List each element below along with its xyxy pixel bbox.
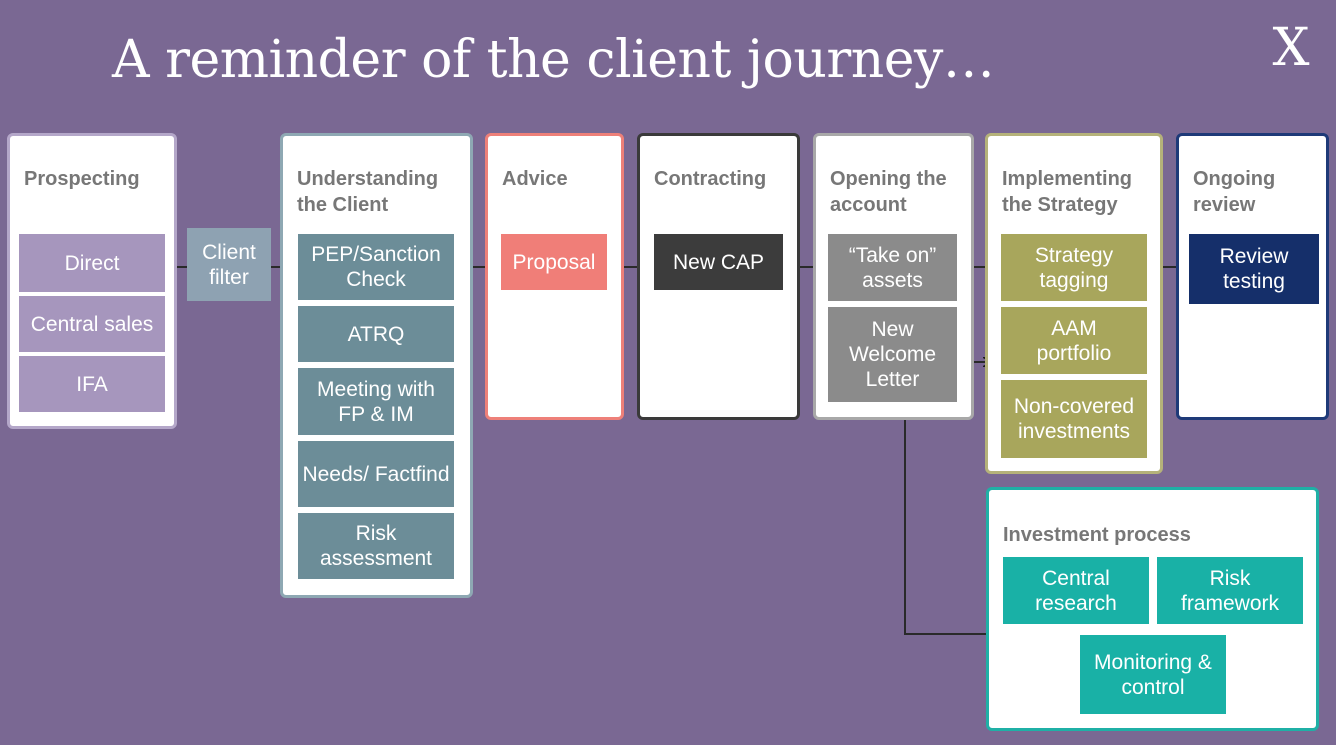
- stage-opening: Opening the account “Take on” assets New…: [813, 133, 974, 420]
- stage-item-meeting: Meeting with FP & IM: [298, 368, 454, 435]
- page-title: A reminder of the client journey…: [112, 30, 995, 90]
- stage-item-risk-assessment: Risk assessment: [298, 513, 454, 579]
- stage-item-monitoring-control: Monitoring & control: [1080, 635, 1226, 714]
- stage-item-review-testing: Review testing: [1189, 234, 1319, 304]
- stage-title: Opening the account: [830, 168, 947, 216]
- stage-contracting: Contracting New CAP: [637, 133, 800, 420]
- stage-prospecting: Prospecting Direct Central sales IFA: [7, 133, 177, 429]
- stage-item-ifa: IFA: [19, 356, 165, 412]
- stage-advice: Advice Proposal: [485, 133, 624, 420]
- stage-title: Contracting: [654, 168, 767, 190]
- stage-implementing: Implementing the Strategy Strategy taggi…: [985, 133, 1163, 474]
- stage-item-welcome-letter: New Welcome Letter: [828, 307, 957, 402]
- stage-item-non-covered: Non-covered investments: [1001, 380, 1147, 458]
- stage-item-proposal: Proposal: [501, 234, 607, 290]
- stage-item-risk-framework: Risk framework: [1157, 557, 1303, 624]
- stage-item-atrq: ATRQ: [298, 306, 454, 362]
- stage-item-needs-factfind: Needs/ Factfind: [298, 441, 454, 507]
- stage-item-aam-portfolio: AAM portfolio: [1001, 307, 1147, 374]
- stage-title: Prospecting: [24, 168, 140, 190]
- stage-investment-process: Investment process Central research Risk…: [986, 487, 1319, 731]
- stage-understanding: Understanding the Client PEP/Sanction Ch…: [280, 133, 473, 598]
- stage-item-central-sales: Central sales: [19, 296, 165, 352]
- stage-item-new-cap: New CAP: [654, 234, 783, 290]
- stage-title: Implementing the Strategy: [1002, 168, 1133, 216]
- stage-title: Investment process: [1003, 524, 1191, 546]
- close-button[interactable]: X: [1272, 18, 1310, 78]
- stage-item-take-on-assets: “Take on” assets: [828, 234, 957, 301]
- client-filter-box: Client filter: [187, 228, 271, 301]
- stage-item-pep-sanction: PEP/Sanction Check: [298, 234, 454, 300]
- stage-title: Understanding the Client: [297, 168, 439, 216]
- stage-item-central-research: Central research: [1003, 557, 1149, 624]
- stage-item-direct: Direct: [19, 234, 165, 292]
- stage-ongoing: Ongoing review Review testing: [1176, 133, 1329, 420]
- stage-title: Advice: [502, 168, 568, 190]
- stage-title: Ongoing review: [1193, 168, 1276, 216]
- stage-item-strategy-tagging: Strategy tagging: [1001, 234, 1147, 301]
- connector-line: [904, 420, 988, 635]
